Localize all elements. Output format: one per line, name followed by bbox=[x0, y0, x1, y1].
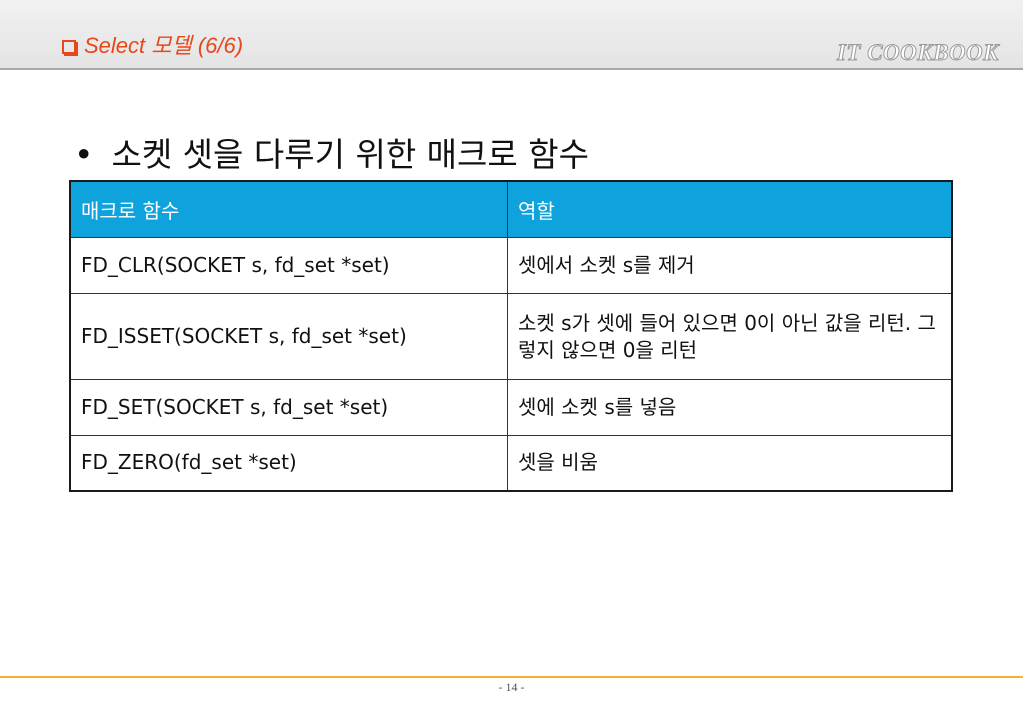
table-row: FD_CLR(SOCKET s, fd_set *set) 셋에서 소켓 s를 … bbox=[69, 237, 953, 294]
macro-cell: FD_ISSET(SOCKET s, fd_set *set) bbox=[69, 293, 508, 380]
page-number: - 14 - bbox=[498, 680, 525, 694]
table-row: FD_ISSET(SOCKET s, fd_set *set) 소켓 s가 셋에… bbox=[69, 293, 953, 380]
table-row: FD_SET(SOCKET s, fd_set *set) 셋에 소켓 s를 넣… bbox=[69, 379, 953, 436]
macro-cell: FD_ZERO(fd_set *set) bbox=[69, 435, 508, 491]
bullet-item: • 소켓 셋을 다루기 위한 매크로 함수 bbox=[74, 128, 589, 176]
role-cell: 셋을 비움 bbox=[507, 435, 953, 491]
slide-title-text: Select 모델 (6/6) bbox=[84, 33, 244, 58]
role-cell: 소켓 s가 셋에 들어 있으면 0이 아닌 값을 리턴. 그렇지 않으면 0을 … bbox=[507, 293, 953, 380]
footer-divider bbox=[0, 676, 1023, 678]
header-role: 역할 bbox=[507, 180, 953, 238]
macro-cell: FD_SET(SOCKET s, fd_set *set) bbox=[69, 379, 508, 436]
bullet-text: 소켓 셋을 다루기 위한 매크로 함수 bbox=[111, 135, 589, 174]
slide-title: Select 모델 (6/6) bbox=[62, 28, 243, 60]
slide-header: Select 모델 (6/6) IT COOKBOOK bbox=[0, 0, 1023, 70]
table-header-row: 매크로 함수 역할 bbox=[69, 180, 953, 238]
table-row: FD_ZERO(fd_set *set) 셋을 비움 bbox=[69, 435, 953, 491]
role-cell: 셋에 소켓 s를 넣음 bbox=[507, 379, 953, 436]
brand-logo-text: IT COOKBOOK bbox=[836, 40, 999, 66]
macro-cell: FD_CLR(SOCKET s, fd_set *set) bbox=[69, 237, 508, 294]
checkbox-square-icon bbox=[62, 40, 76, 54]
macro-table: 매크로 함수 역할 FD_CLR(SOCKET s, fd_set *set) … bbox=[69, 180, 953, 492]
bullet-dot-icon: • bbox=[74, 135, 94, 174]
header-macro-function: 매크로 함수 bbox=[69, 180, 508, 238]
role-cell: 셋에서 소켓 s를 제거 bbox=[507, 237, 953, 294]
